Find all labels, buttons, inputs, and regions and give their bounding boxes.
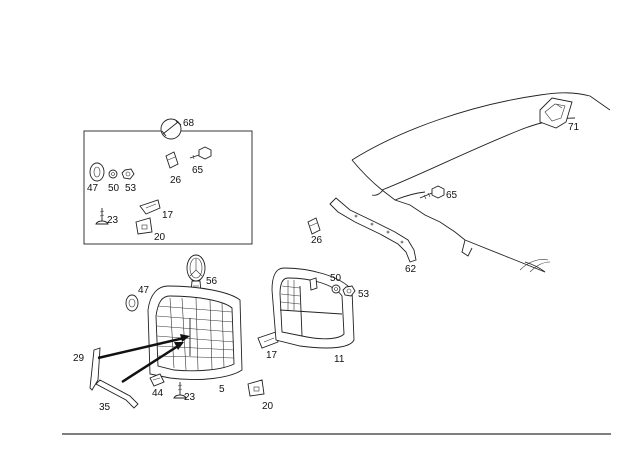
part-20-clip-icon	[247, 379, 265, 397]
part-17-clip-box-icon	[139, 199, 161, 215]
label-20-box: 20	[154, 232, 166, 243]
label-65-box: 65	[192, 165, 204, 176]
part-26-clip-box-icon	[165, 151, 179, 169]
hood-outline	[351, 92, 611, 273]
part-5-grille-icon	[147, 285, 243, 380]
label-20: 20	[262, 401, 274, 412]
label-26-right: 26	[311, 235, 323, 246]
label-29: 29	[73, 353, 85, 364]
label-50-box: 50	[108, 183, 120, 194]
label-17: 17	[266, 350, 278, 361]
part-23-screw-box-icon	[95, 208, 109, 225]
label-23: 23	[184, 392, 196, 403]
label-68: 68	[183, 118, 195, 129]
label-17-box: 17	[162, 210, 174, 221]
part-26-clip-right-icon	[307, 217, 321, 235]
part-65-screw-box-icon	[189, 146, 212, 160]
label-56: 56	[206, 276, 218, 287]
part-11-grille-frame-icon	[271, 267, 355, 349]
label-11: 11	[334, 354, 345, 365]
pointer-arrows	[97, 334, 190, 384]
label-53: 53	[358, 289, 370, 300]
part-20-clip-box-icon	[135, 217, 153, 235]
part-71-bracket-icon	[539, 97, 573, 129]
label-26-box: 26	[170, 175, 182, 186]
label-35: 35	[99, 402, 111, 413]
label-44: 44	[152, 388, 164, 399]
part-62-seal-strip-icon	[329, 197, 417, 263]
part-50-washer-icon	[331, 284, 341, 294]
label-23-box: 23	[107, 215, 119, 226]
part-47-grommet-icon	[125, 294, 139, 312]
label-50: 50	[330, 273, 342, 284]
part-53-nut-icon	[342, 285, 356, 297]
part-35-trim-strip-icon	[95, 379, 139, 409]
part-50-washer-box-icon	[108, 169, 118, 179]
label-47-box: 47	[87, 183, 99, 194]
label-71: 71	[568, 122, 580, 133]
part-47-grommet-box-icon	[89, 162, 105, 182]
part-44-clip-icon	[149, 373, 165, 387]
label-62: 62	[405, 264, 417, 275]
part-23-screw-icon	[173, 382, 187, 399]
label-65-right: 65	[446, 190, 458, 201]
label-5: 5	[219, 384, 225, 395]
part-17-clip-icon	[257, 331, 279, 349]
part-68-wrench-icon	[160, 118, 182, 140]
part-29-trim-strip-icon	[89, 347, 101, 391]
part-65-screw-right-icon	[419, 185, 445, 200]
label-47: 47	[138, 285, 150, 296]
part-53-nut-box-icon	[121, 168, 135, 180]
label-53-box: 53	[125, 183, 137, 194]
